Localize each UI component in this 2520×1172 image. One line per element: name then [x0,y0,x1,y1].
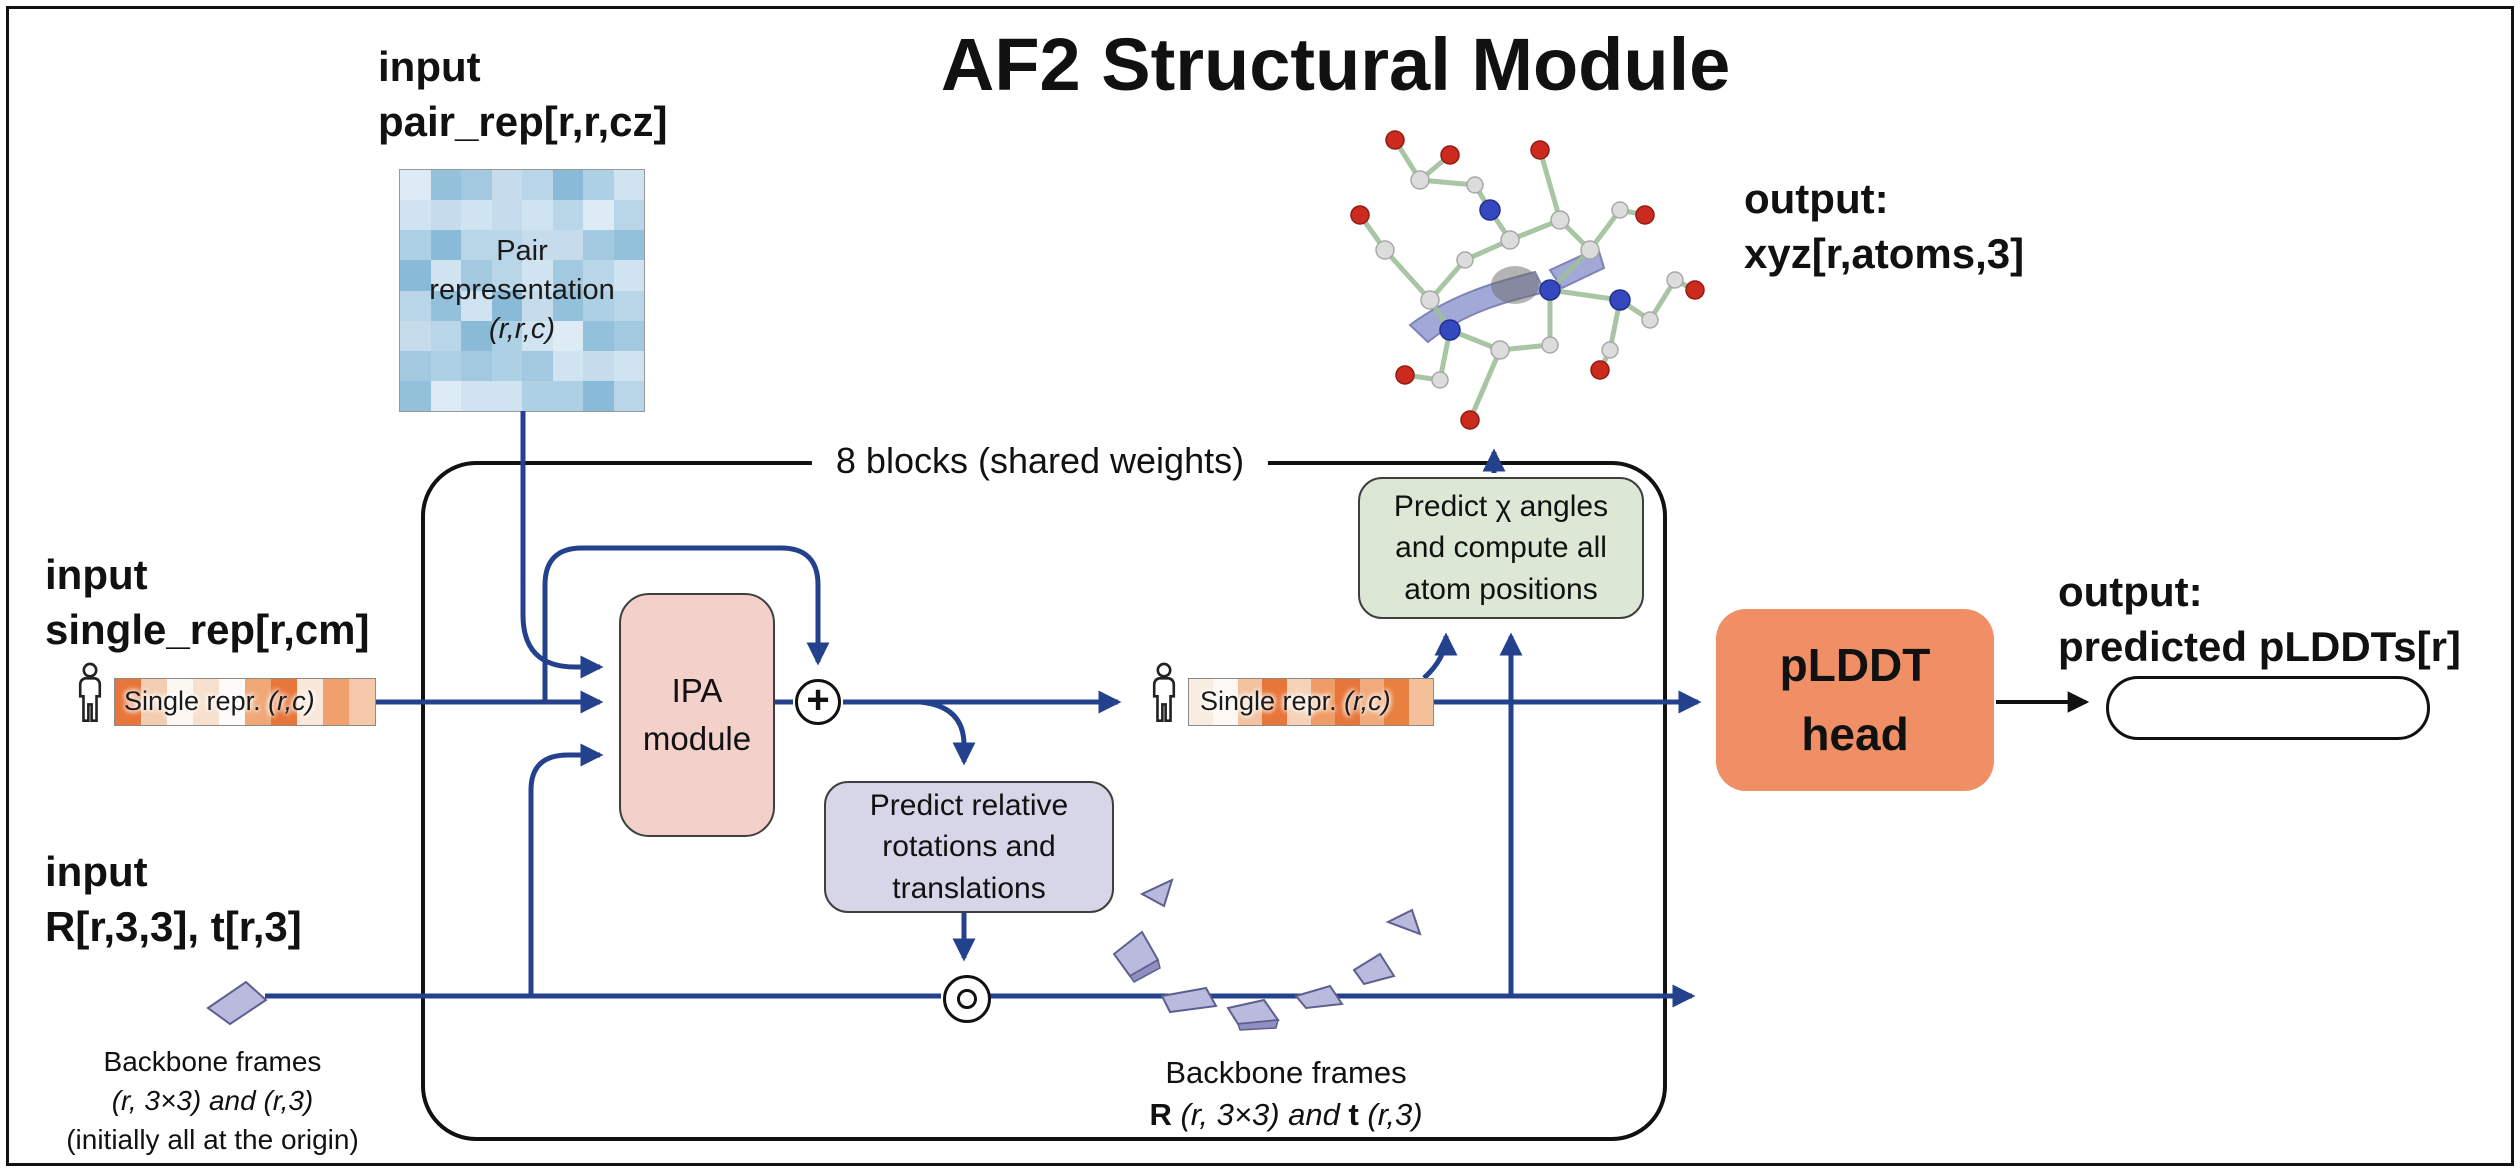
input-frames-line1: input [45,848,148,895]
nitrogen-atoms [1439,199,1631,341]
single-repr-strip-1 [114,678,376,726]
plddt-head-box: pLDDT head [1716,609,1994,791]
add-node: + [795,679,841,725]
output-plddt-line2: predicted pLDDTs[r] [2058,622,2461,670]
compose-dot-icon [957,989,977,1009]
input-pair-line1: input [378,43,481,90]
output-plddt-line1: output: [2058,568,2203,615]
input-pair-line2: pair_rep[r,r,cz] [378,97,668,145]
input-frames-label: input R[r,3,3], t[r,3] [45,845,302,954]
oxygen-atoms [1350,130,1705,430]
outer-border [6,6,2514,1166]
plus-symbol: + [806,678,830,722]
output-plddt-label: output: predicted pLDDTs[r] [2058,565,2461,674]
compose-node [943,975,991,1023]
single-repr-label-2: Single repr. (r,c) [1200,686,1391,716]
output-xyz-label: output: xyz[r,atoms,3] [1744,172,2024,281]
pair-label-line2: representation [429,273,615,306]
output-xyz-line2: xyz[r,atoms,3] [1744,229,2025,277]
initial-frame-icon [206,980,268,1026]
input-single-line1: input [45,551,148,598]
diagram-title: AF2 Structural Module [940,23,1731,106]
ipa-line2: module [642,720,752,757]
pair-heatmap-grid [400,170,644,411]
pair-representation-box: Pair representation (r,r,c) [399,169,645,412]
single-repr-label-1: Single repr. (r,c) [124,686,315,716]
input-frames-line2: R[r,3,3], t[r,3] [45,902,302,950]
ipa-module-box: IPA module [619,593,775,837]
person-icon [1152,662,1176,723]
protein-structure-image [1350,130,1705,430]
plddt-output-pill [2106,676,2430,740]
predict-chi-box: Predict χ angles and compute all atom po… [1358,477,1644,619]
output-xyz-line1: output: [1744,175,1889,222]
input-single-line2: single_rep[r,cm] [45,605,370,653]
ipa-line1: IPA [671,672,723,710]
backbone-mid-caption: Backbone frames R (r, 3×3) and t (r,3) [1149,1055,1423,1132]
backbone-initial-caption: Backbone frames (r, 3×3) and (r,3) (init… [66,1046,359,1156]
carbon-atoms [1375,170,1684,389]
blocks-label: 8 blocks (shared weights) [811,440,1269,482]
input-single-label: input single_rep[r,cm] [45,548,369,657]
density-blob [1491,266,1539,304]
pair-representation-label: Pair representation (r,r,c) [400,170,644,411]
backbone-frames-icons [1112,878,1422,1031]
pair-label-line1: Pair [496,234,548,267]
single-repr-strip-2 [1188,678,1434,726]
pair-label-line3: (r,r,c) [488,313,556,346]
person-icon [78,662,102,723]
predict-rotations-box: Predict relative rotations and translati… [824,781,1114,913]
input-pair-label: input pair_rep[r,r,cz] [378,40,667,149]
